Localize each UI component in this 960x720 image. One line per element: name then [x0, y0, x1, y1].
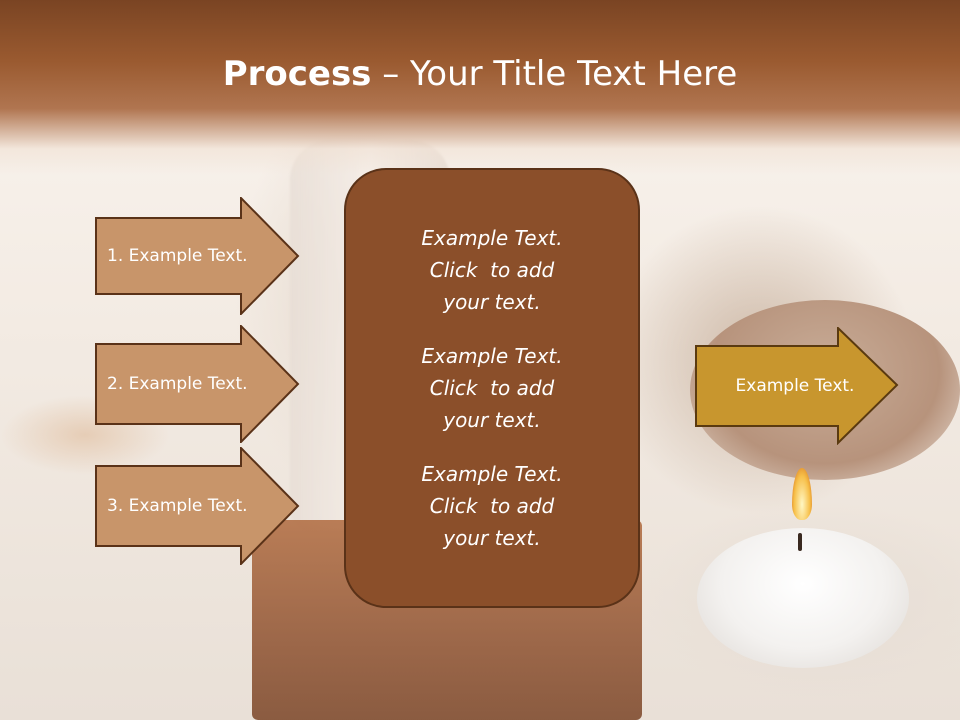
arrow-shape	[95, 197, 300, 315]
center-text-item-3: Example Text. Click to add your text.	[372, 458, 612, 554]
center-text-line: your text.	[443, 408, 541, 432]
flame-icon	[792, 468, 812, 520]
center-text-item-1: Example Text. Click to add your text.	[372, 222, 612, 318]
slide-title[interactable]: Process – Your Title Text Here	[0, 52, 960, 96]
title-rest: – Your Title Text Here	[371, 54, 738, 94]
result-arrow-label: Example Text.	[735, 376, 855, 396]
arrow-shape	[695, 327, 899, 445]
title-bold: Process	[222, 54, 372, 94]
center-text-line: Click to add	[429, 494, 555, 518]
process-arrow-3[interactable]: 3. Example Text.	[95, 447, 300, 565]
process-arrow-2[interactable]: 2. Example Text.	[95, 325, 300, 443]
center-text-line: your text.	[443, 526, 541, 550]
center-text-item-2: Example Text. Click to add your text.	[372, 340, 612, 436]
process-arrow-2-label: 2. Example Text.	[107, 374, 248, 394]
header-band	[0, 0, 960, 175]
center-text-line: Click to add	[429, 376, 555, 400]
result-arrow[interactable]: Example Text.	[695, 327, 900, 445]
center-text-line: Example Text.	[421, 462, 563, 486]
center-text-line: Example Text.	[421, 226, 563, 250]
center-text-line: Example Text.	[421, 344, 563, 368]
candle-wick-decoration	[798, 533, 802, 551]
candle-decoration	[697, 528, 909, 668]
process-arrow-1-label: 1. Example Text.	[107, 246, 248, 266]
arrow-shape	[95, 447, 300, 565]
center-text-box[interactable]: Example Text. Click to add your text. Ex…	[344, 168, 640, 608]
arrow-shape	[95, 325, 300, 443]
center-text-line: your text.	[443, 290, 541, 314]
process-arrow-3-label: 3. Example Text.	[107, 496, 248, 516]
center-text-line: Click to add	[429, 258, 555, 282]
process-arrow-1[interactable]: 1. Example Text.	[95, 197, 300, 315]
